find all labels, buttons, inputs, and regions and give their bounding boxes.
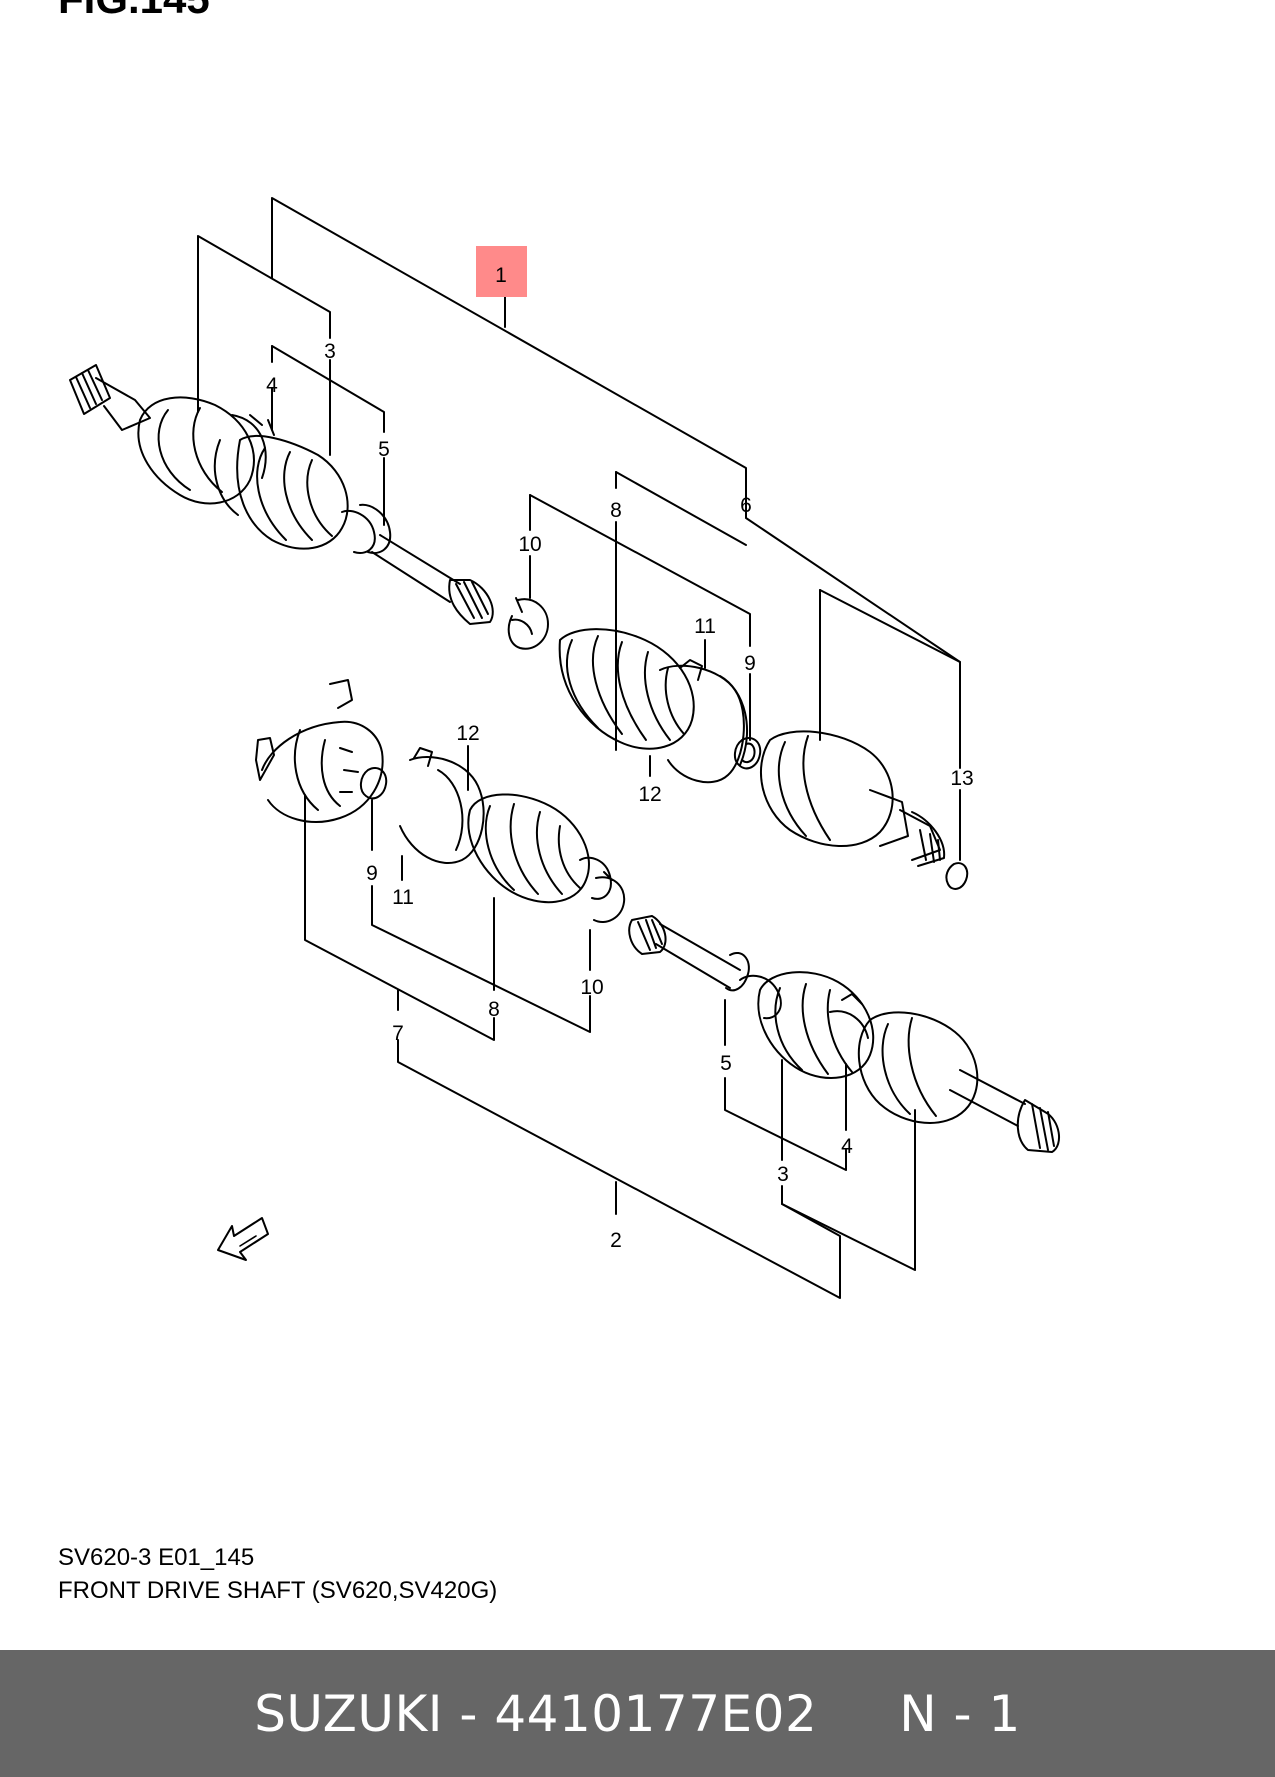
callout-1-highlight (476, 246, 527, 297)
callout-12-lower[interactable]: 12 (456, 722, 479, 745)
lower-inner-boot (399, 747, 626, 923)
callout-8-upper[interactable]: 8 (610, 499, 622, 522)
callout-1[interactable]: 1 (495, 264, 507, 287)
footer-part-info: SUZUKI - 4410177E02 N - 1 (254, 1684, 1021, 1743)
upper-inner-boot (558, 628, 762, 784)
callout-2[interactable]: 2 (610, 1229, 622, 1252)
diagram-code: SV620-3 E01_145 (58, 1544, 255, 1571)
callout-9-upper[interactable]: 9 (744, 652, 756, 675)
callout-10-upper[interactable]: 10 (518, 533, 541, 556)
upper-inner-housing (759, 730, 969, 890)
callout-5-lower[interactable]: 5 (720, 1052, 732, 1075)
callout-11-lower[interactable]: 11 (392, 886, 414, 909)
callout-5-upper[interactable]: 5 (378, 438, 390, 461)
upper-outer-joint (69, 364, 494, 625)
callout-9-lower[interactable]: 9 (366, 862, 378, 885)
upper-snap-ring (507, 597, 549, 650)
callout-6[interactable]: 6 (740, 494, 752, 517)
callout-10-lower[interactable]: 10 (580, 976, 603, 999)
diagram-description: FRONT DRIVE SHAFT (SV620,SV420G) (58, 1577, 498, 1604)
callout-8-lower[interactable]: 8 (488, 998, 500, 1021)
callout-11-upper[interactable]: 11 (694, 615, 716, 638)
callout-4-upper[interactable]: 4 (266, 374, 278, 397)
figure-title: FIG.145 (58, 0, 210, 20)
footer-part-number: 4410177E02 (494, 1684, 818, 1743)
callout-4-lower[interactable]: 4 (841, 1135, 853, 1158)
leader-lines (197, 197, 961, 1299)
footer-quantity: N - 1 (899, 1684, 1021, 1743)
callout-7[interactable]: 7 (392, 1022, 404, 1045)
footer-bar: SUZUKI - 4410177E02 N - 1 (0, 1650, 1275, 1777)
callout-3-lower[interactable]: 3 (777, 1163, 789, 1186)
lower-inner-housing (255, 679, 388, 823)
footer-brand: SUZUKI (254, 1684, 444, 1743)
lower-outer-joint (628, 915, 1061, 1153)
callout-13[interactable]: 13 (950, 767, 973, 790)
callout-12-upper[interactable]: 12 (638, 783, 661, 806)
fwd-arrow-icon (217, 1217, 269, 1261)
exploded-parts-diagram: 1 2 3 4 5 6 8 10 11 9 12 13 12 9 11 10 8… (69, 197, 1061, 1299)
callout-3-upper[interactable]: 3 (324, 340, 336, 363)
